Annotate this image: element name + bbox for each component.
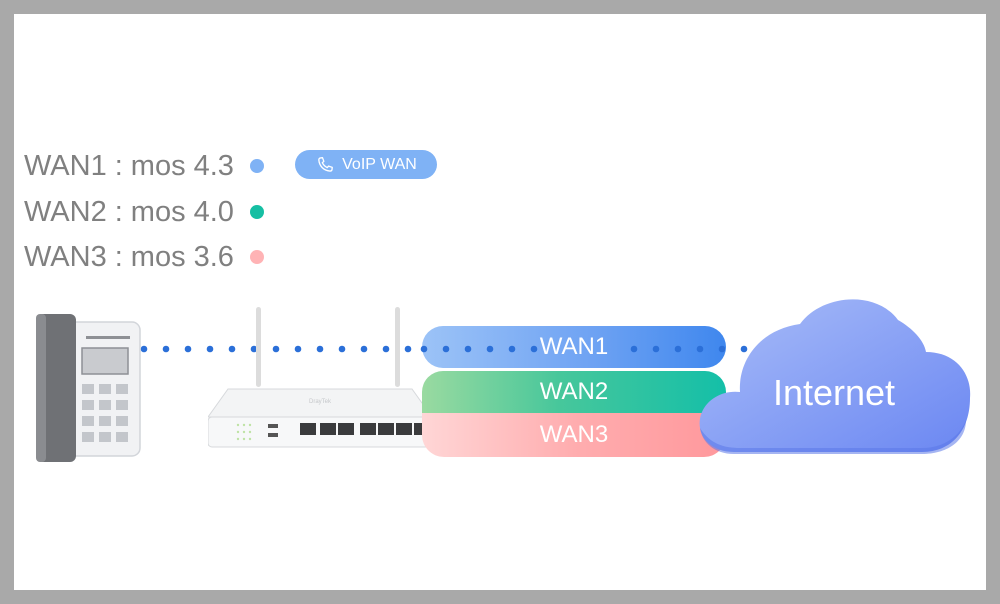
status-dot xyxy=(249,159,264,173)
status-dot xyxy=(249,205,264,219)
status-dot xyxy=(249,250,264,264)
mos-value: mos 4.3 xyxy=(130,149,234,182)
link-dots-wan1 xyxy=(420,345,748,353)
internet-cloud-icon xyxy=(699,299,971,454)
internet-label: Internet xyxy=(772,372,896,413)
wan1-band-label: WAN1 xyxy=(539,333,609,360)
phone-icon xyxy=(318,156,334,172)
wan3-band: WAN3 xyxy=(422,413,726,457)
desk-phone-icon xyxy=(36,314,141,462)
mos-row-wan3: WAN3 : mos 3.6 xyxy=(24,237,264,277)
wan3-band-label: WAN3 xyxy=(539,421,609,448)
mos-row-wan2: WAN2 : mos 4.0 xyxy=(24,192,264,232)
wan2-band: WAN2 xyxy=(422,371,726,413)
wan-name: WAN2 xyxy=(24,195,107,228)
wan-name: WAN1 xyxy=(24,149,107,182)
wan1-band: WAN1 xyxy=(422,326,726,368)
mos-value: mos 4.0 xyxy=(130,195,234,228)
router-icon: DrayTek xyxy=(208,307,432,448)
diagram-canvas: WAN1 : mos 4.3 WAN2 : mos 4.0 WAN3 : mos… xyxy=(14,14,986,590)
voip-wan-label: VoIP WAN xyxy=(342,155,417,173)
mos-value: mos 3.6 xyxy=(130,240,234,273)
router-brand: DrayTek xyxy=(309,399,332,405)
separator: : xyxy=(114,240,123,273)
separator: : xyxy=(114,195,123,228)
wan2-band-label: WAN2 xyxy=(539,378,609,405)
wan-name: WAN3 xyxy=(24,240,107,273)
link-dots-phone-router xyxy=(140,345,412,353)
separator: : xyxy=(114,149,123,182)
voip-wan-badge: VoIP WAN xyxy=(295,150,437,179)
mos-row-wan1: WAN1 : mos 4.3 xyxy=(24,146,264,186)
